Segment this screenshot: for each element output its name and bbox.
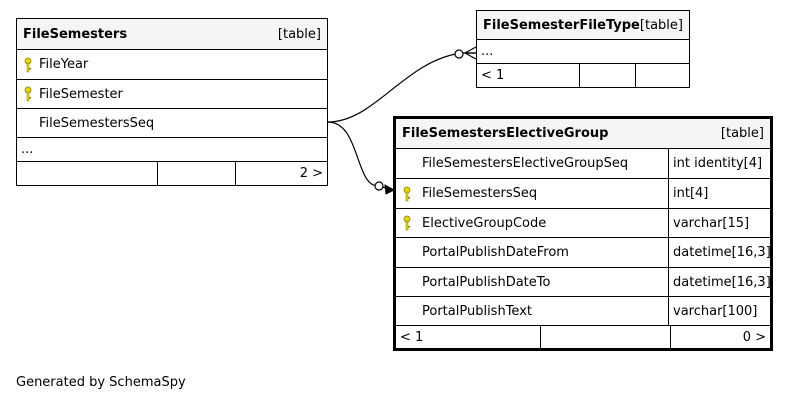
column-type: varchar[100] — [668, 297, 770, 325]
rows-count — [579, 64, 635, 87]
relationship-line-filetype — [327, 52, 476, 123]
table-header[interactable]: FileSemestersElectiveGroup [table] — [396, 119, 770, 149]
rows-count — [540, 326, 670, 348]
table-kind: [table] — [639, 17, 683, 33]
table-kind: [table] — [277, 26, 321, 42]
relationship-crowfoot-filetype — [463, 46, 477, 60]
children-count — [635, 64, 689, 87]
ellipsis: ... — [481, 44, 494, 59]
more-columns-row: ... — [477, 40, 689, 64]
column-name: FileSemestersElectiveGroupSeq — [422, 156, 629, 171]
table-name: FileSemesterFileType — [483, 17, 640, 33]
column-type: varchar[15] — [668, 209, 770, 237]
column-type: datetime[16,3] — [668, 238, 770, 267]
ellipsis: ... — [21, 142, 34, 157]
table-filesemesterfiletype[interactable]: FileSemesterFileType [table] ... < 1 — [476, 10, 690, 88]
relationship-crowfoot-electivegroup — [384, 184, 396, 195]
key-icon — [24, 86, 32, 102]
column-row[interactable]: PortalPublishDateFrom datetime[16,3] — [396, 238, 770, 268]
table-header[interactable]: FileSemesterFileType [table] — [477, 11, 689, 40]
column-row-filesemester[interactable]: FileSemester — [17, 80, 327, 109]
relationship-optional-circle-filetype — [454, 49, 464, 59]
column-row-filesemestersseq[interactable]: FileSemestersSeq — [17, 109, 327, 138]
column-row[interactable]: FileSemestersSeq int[4] — [396, 179, 770, 209]
column-name: PortalPublishDateFrom — [422, 245, 569, 260]
column-row[interactable]: PortalPublishText varchar[100] — [396, 297, 770, 326]
table-header[interactable]: FileSemesters [table] — [17, 19, 327, 50]
table-footer: < 1 — [477, 64, 689, 87]
column-name: FileYear — [39, 57, 89, 72]
rows-count — [157, 162, 235, 185]
table-kind: [table] — [720, 126, 764, 141]
column-name: ElectiveGroupCode — [422, 215, 547, 231]
parents-count[interactable]: < 1 — [400, 329, 424, 345]
column-name: FileSemestersSeq — [422, 186, 538, 201]
column-row[interactable]: ElectiveGroupCode varchar[15] — [396, 209, 770, 238]
table-name: FileSemestersElectiveGroup — [402, 126, 609, 141]
key-icon — [403, 215, 411, 231]
column-row[interactable]: PortalPublishDateTo datetime[16,3] — [396, 268, 770, 297]
column-type: int identity[4] — [668, 149, 770, 178]
children-count[interactable]: 2 > — [235, 162, 327, 185]
table-filesemesters[interactable]: FileSemesters [table] FileYear FileSemes… — [16, 18, 328, 186]
parents-count — [17, 162, 157, 185]
generated-by-label: Generated by SchemaSpy — [16, 375, 186, 390]
column-row-fileyear[interactable]: FileYear — [17, 50, 327, 80]
column-type: datetime[16,3] — [668, 268, 770, 296]
table-filesemesterselectivegroup[interactable]: FileSemestersElectiveGroup [table] FileS… — [393, 116, 773, 351]
key-icon — [403, 186, 411, 201]
key-icon — [24, 57, 32, 72]
table-footer: 2 > — [17, 162, 327, 185]
column-name: PortalPublishText — [422, 303, 532, 319]
relationship-line-electivegroup — [327, 121, 395, 191]
parents-count[interactable]: < 1 — [481, 68, 505, 83]
children-count: 0 > — [670, 326, 770, 348]
table-footer: < 1 0 > — [396, 326, 770, 348]
column-type: int[4] — [668, 179, 770, 208]
column-name: PortalPublishDateTo — [422, 274, 551, 290]
relationship-optional-circle-electivegroup — [374, 181, 384, 191]
column-name: FileSemestersSeq — [39, 115, 155, 131]
table-name: FileSemesters — [23, 26, 128, 42]
column-row[interactable]: FileSemestersElectiveGroupSeq int identi… — [396, 149, 770, 179]
more-columns-row: ... — [17, 138, 327, 162]
column-name: FileSemester — [39, 86, 123, 102]
